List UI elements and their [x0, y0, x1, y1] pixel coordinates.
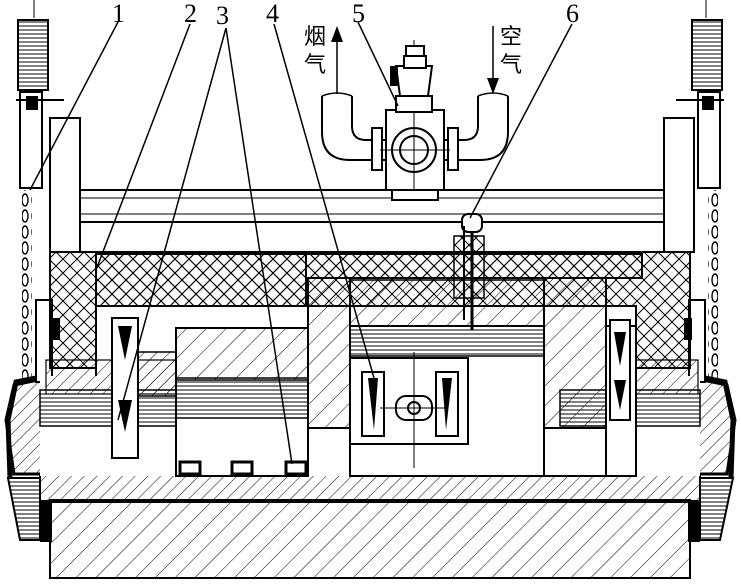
callout-1: 1 [112, 0, 125, 28]
center-burner-window [349, 352, 469, 468]
leader-lines [29, 21, 573, 465]
base-hearth [39, 472, 701, 579]
callout-5: 5 [352, 0, 365, 28]
left-lifting-chain [16, 0, 64, 380]
right-heater-element [609, 319, 631, 421]
flue-gas-label-char1: 烟 [304, 25, 326, 50]
thermocouple [453, 213, 485, 330]
callout-6: 6 [566, 0, 579, 28]
burner-assembly [321, 40, 509, 201]
central-workpiece [175, 277, 637, 477]
callout-4: 4 [266, 0, 279, 28]
callout-2: 2 [184, 0, 197, 28]
air-label-char1: 空 [500, 25, 522, 50]
air-arrow [487, 26, 499, 94]
left-heater-element [111, 317, 177, 459]
air-label-char2: 气 [500, 53, 522, 78]
callout-3: 3 [216, 1, 229, 30]
flue-gas-arrow [331, 26, 343, 94]
workpiece-feet [178, 460, 308, 476]
flue-gas-label-char2: 气 [304, 53, 326, 78]
right-seal-skirt [688, 477, 735, 542]
right-lifting-chain [676, 0, 724, 380]
left-seal-skirt [6, 477, 52, 542]
